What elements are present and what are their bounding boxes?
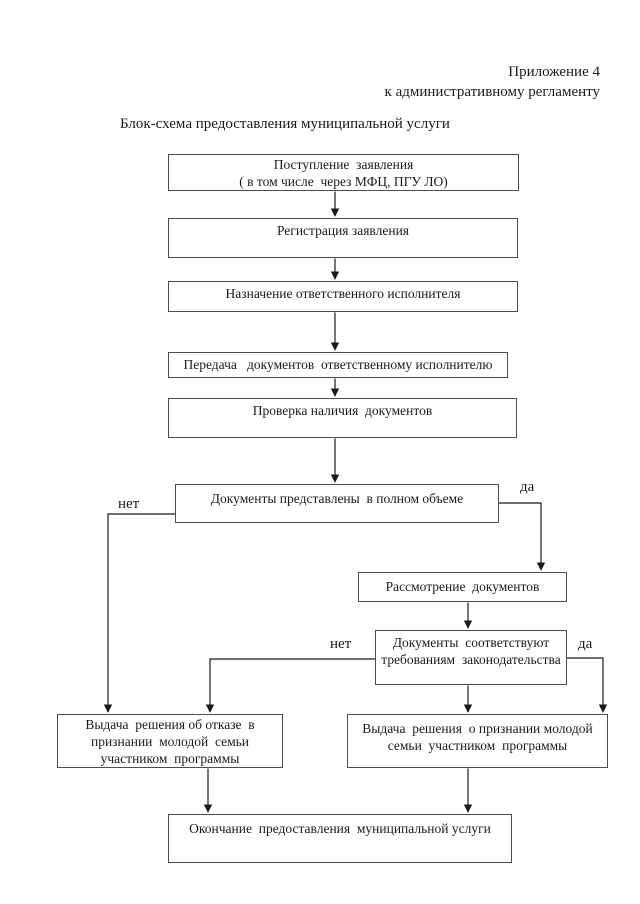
node-registration: Регистрация заявления	[168, 218, 518, 258]
node-check-documents: Проверка наличия документов	[168, 398, 517, 438]
node-transfer-documents: Передача документов ответственному испол…	[168, 352, 508, 378]
node-service-end: Окончание предоставления муниципальной у…	[168, 814, 512, 863]
connector-no-refusal	[103, 513, 175, 713]
page-title: Блок-схема предоставления муниципальной …	[120, 116, 450, 132]
node-documents-complete-question: Документы представлены в полном объеме	[175, 484, 499, 523]
branch-label-yes-comply: да	[578, 636, 593, 652]
header-line-1: Приложение 4	[508, 64, 600, 80]
branch-label-no-comply: нет	[330, 636, 352, 652]
header-line-2: к административному регламенту	[384, 84, 600, 100]
connector-comply-no-refusal	[205, 658, 375, 713]
node-approval-decision: Выдача решения о признании молодой семьи…	[347, 714, 608, 768]
connector-yes-review	[499, 502, 546, 571]
branch-label-yes-complete: да	[520, 479, 535, 495]
node-application-received: Поступление заявления ( в том числе чере…	[168, 154, 519, 191]
node-refusal-decision: Выдача решения об отказе в признании мол…	[57, 714, 283, 768]
node-assign-executor: Назначение ответственного исполнителя	[168, 281, 518, 312]
document-header: Приложение 4 к административному регламе…	[385, 62, 600, 102]
node-documents-comply-question: Документы соответствуют требованиям зако…	[375, 630, 567, 685]
branch-label-no-complete: нет	[118, 496, 140, 512]
connector-comply-yes-approval	[567, 657, 608, 713]
node-review-documents: Рассмотрение документов	[358, 572, 567, 602]
